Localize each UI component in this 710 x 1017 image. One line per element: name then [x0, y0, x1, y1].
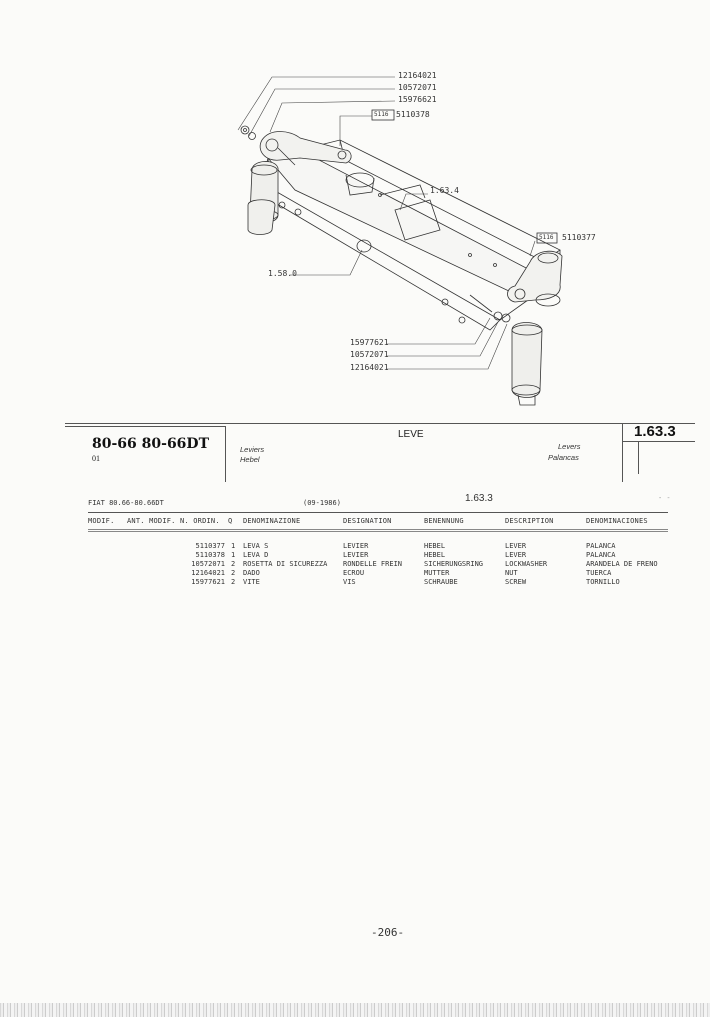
row-de: HEBEL — [424, 551, 446, 559]
row-it: ROSETTA DI SICUREZZA — [243, 560, 328, 568]
row-es: ARANDELA DE FRENO — [586, 560, 658, 568]
exploded-diagram: 12164021 10572071 15976621 5116 5110378 … — [0, 0, 710, 420]
col-ant-modif: ANT. MODIF. — [127, 517, 176, 525]
tool-box-right — [536, 232, 558, 244]
col-description: DESCRIPTION — [505, 517, 554, 525]
col-denominaciones: DENOMINACIONES — [586, 517, 648, 525]
axle-ref: 1.58.0 — [268, 269, 297, 278]
col-benennung: BENENNUNG — [424, 517, 464, 525]
lang-de: Hebel — [240, 455, 260, 464]
ref-date: (09-1986) — [303, 499, 341, 507]
row-fr: LEVIER — [343, 551, 369, 559]
callout-top-1: 12164021 — [398, 71, 437, 80]
row-en: NUT — [505, 569, 518, 577]
row-de: SCHRAUBE — [424, 578, 458, 586]
lang-es: Palancas — [548, 453, 579, 462]
row-en: SCREW — [505, 578, 527, 586]
ref-mark: - - — [658, 494, 671, 502]
callout-top-3: 15976621 — [398, 95, 437, 104]
row-de: HEBEL — [424, 542, 446, 550]
header-section-rule — [622, 441, 695, 442]
scan-edge — [0, 1003, 710, 1017]
header-divider-left — [225, 426, 226, 482]
row-qty: 2 — [231, 560, 236, 568]
row-fr: ECROU — [343, 569, 365, 577]
row-qty: 1 — [231, 551, 236, 559]
table-header-rule — [88, 529, 668, 530]
table-top-rule — [88, 512, 668, 513]
row-num: 12164021 — [191, 569, 225, 577]
header-section-tick — [638, 442, 639, 474]
callout-bottom-3: 12164021 — [350, 363, 389, 372]
row-qty: 1 — [231, 542, 236, 550]
callout-top-2: 10572071 — [398, 83, 437, 92]
col-modif: MODIF. — [88, 517, 115, 525]
row-num: 5110377 — [195, 542, 225, 550]
col-designation: DESIGNATION — [343, 517, 392, 525]
row-en: LEVER — [505, 542, 527, 550]
part-right-lever: 5110377 — [562, 233, 596, 242]
row-num: 5110378 — [195, 551, 225, 559]
callout-bottom-1: 15977621 — [350, 338, 389, 347]
row-fr: VIS — [343, 578, 356, 586]
lang-en: Levers — [558, 442, 581, 451]
row-it: DADO — [243, 569, 260, 577]
col-n-ordin: N. ORDIN. — [180, 517, 220, 525]
model-subtitle: 01 — [92, 454, 100, 463]
row-fr: RONDELLE FREIN — [343, 560, 403, 568]
row-en: LOCKWASHER — [505, 560, 548, 568]
header-left-rule — [65, 426, 225, 427]
callout-bottom-2: 10572071 — [350, 350, 389, 359]
col-q: Q — [228, 517, 233, 525]
axle-lever-drawing — [237, 76, 563, 406]
tool-box-left — [371, 109, 395, 121]
row-qty: 2 — [231, 578, 236, 586]
row-it: LEVA S — [243, 542, 269, 550]
row-num: 15977621 — [191, 578, 225, 586]
col-denominazione: DENOMINAZIONE — [243, 517, 301, 525]
row-fr: LEVIER — [343, 542, 369, 550]
row-num: 10572071 — [191, 560, 225, 568]
table-header-rule-2 — [88, 531, 668, 532]
header-top-rule — [65, 423, 695, 424]
assembly-ref: 1.63.4 — [430, 186, 459, 195]
row-es: PALANCA — [586, 542, 616, 550]
row-de: SICHERUNGSRING — [424, 560, 484, 568]
lang-fr: Leviers — [240, 445, 265, 454]
section-number: 1.63.3 — [634, 423, 676, 440]
row-es: PALANCA — [586, 551, 616, 559]
ref-section: 1.63.3 — [465, 493, 493, 504]
row-es: TORNILLO — [586, 578, 620, 586]
part-left-lever: 5110378 — [396, 110, 430, 119]
row-it: LEVA D — [243, 551, 269, 559]
row-qty: 2 — [231, 569, 236, 577]
row-en: LEVER — [505, 551, 527, 559]
page-number: -206- — [371, 926, 405, 939]
section-title: LEVE — [398, 429, 424, 440]
row-it: VITE — [243, 578, 260, 586]
header-divider-right — [622, 424, 623, 482]
tool-code-left: 5116 — [374, 111, 389, 118]
tool-code-right: 5116 — [539, 234, 554, 241]
ref-code: FIAT 80.66-80.66DT — [88, 499, 164, 507]
row-de: MUTTER — [424, 569, 450, 577]
row-es: TUERCA — [586, 569, 612, 577]
model-title: 80-66 80-66DT — [92, 436, 209, 452]
